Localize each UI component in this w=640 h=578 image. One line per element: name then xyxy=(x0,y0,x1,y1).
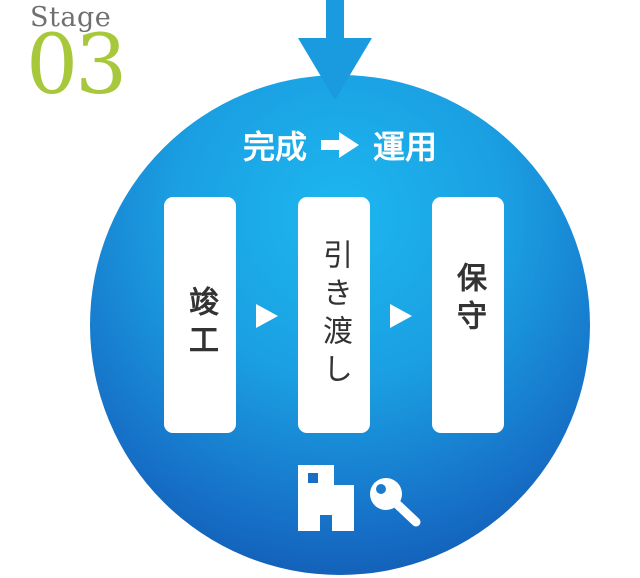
stage-label: Stage xyxy=(30,2,112,33)
title-right: 運用 xyxy=(373,128,438,166)
right-arrow-icon xyxy=(321,132,359,158)
step-label: 保守 xyxy=(451,262,486,338)
step-label: 竣工 xyxy=(183,286,218,362)
step-card-handover: 引き渡し xyxy=(298,197,370,433)
stage-title: 完成 運用 xyxy=(180,122,500,168)
magnifier-icon xyxy=(370,478,421,527)
step-card-completion: 竣工 xyxy=(164,197,236,433)
triangle-right-icon xyxy=(256,304,278,328)
building-icon xyxy=(298,465,354,531)
triangle-right-icon xyxy=(390,304,412,328)
step-label: 引き渡し xyxy=(317,239,352,391)
stage-number: 03 xyxy=(26,18,127,113)
title-left: 完成 xyxy=(242,128,307,166)
step-card-maintenance: 保守 xyxy=(432,197,504,433)
down-arrow-icon xyxy=(298,0,372,100)
